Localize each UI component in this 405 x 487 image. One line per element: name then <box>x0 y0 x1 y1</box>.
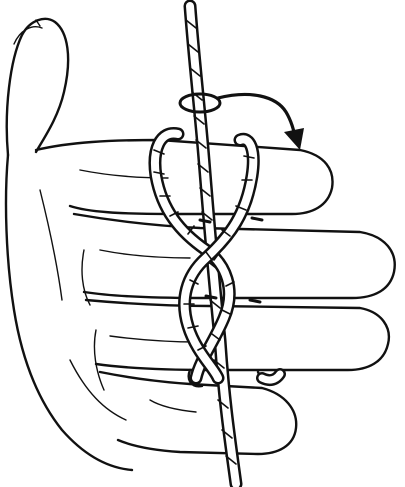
arrowhead-icon <box>284 128 304 150</box>
index-finger <box>36 140 333 214</box>
rope <box>154 6 280 484</box>
rotation-arrow <box>218 94 296 140</box>
ring-finger <box>86 300 389 370</box>
palm-outline <box>6 155 132 470</box>
